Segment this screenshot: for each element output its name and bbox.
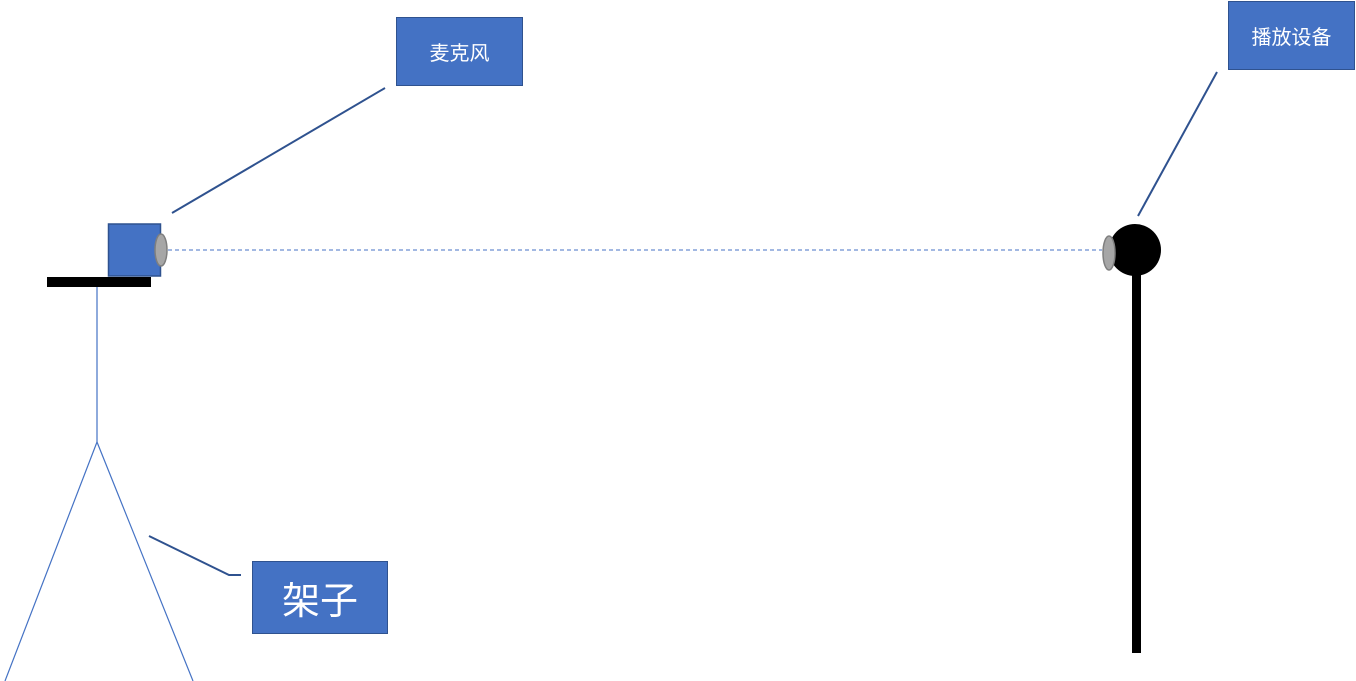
microphone-body bbox=[107, 223, 162, 277]
playback-device-leader-line bbox=[1137, 71, 1218, 217]
microphone-label: 麦克风 bbox=[396, 17, 523, 86]
stand-label-text: 架子 bbox=[281, 579, 358, 623]
stand-label: 架子 bbox=[252, 561, 388, 634]
microphone bbox=[107, 223, 168, 277]
microphone-label-text: 麦克风 bbox=[429, 41, 490, 65]
tripod-platform bbox=[47, 277, 151, 287]
playback-device-pole bbox=[1132, 270, 1141, 653]
microphone-lens bbox=[154, 233, 168, 267]
tripod-right-leg bbox=[96, 441, 194, 681]
playback-device-speaker bbox=[1109, 224, 1161, 276]
playback-device bbox=[1102, 224, 1161, 653]
microphone-leader-line bbox=[171, 87, 386, 214]
tripod-stand bbox=[4, 277, 194, 681]
playback-device-label: 播放设备 bbox=[1228, 1, 1355, 70]
stand-leader-line bbox=[148, 535, 241, 576]
playback-device-label-text: 播放设备 bbox=[1251, 25, 1332, 49]
playback-device-lens bbox=[1102, 235, 1116, 271]
tripod-left-leg bbox=[4, 441, 98, 681]
